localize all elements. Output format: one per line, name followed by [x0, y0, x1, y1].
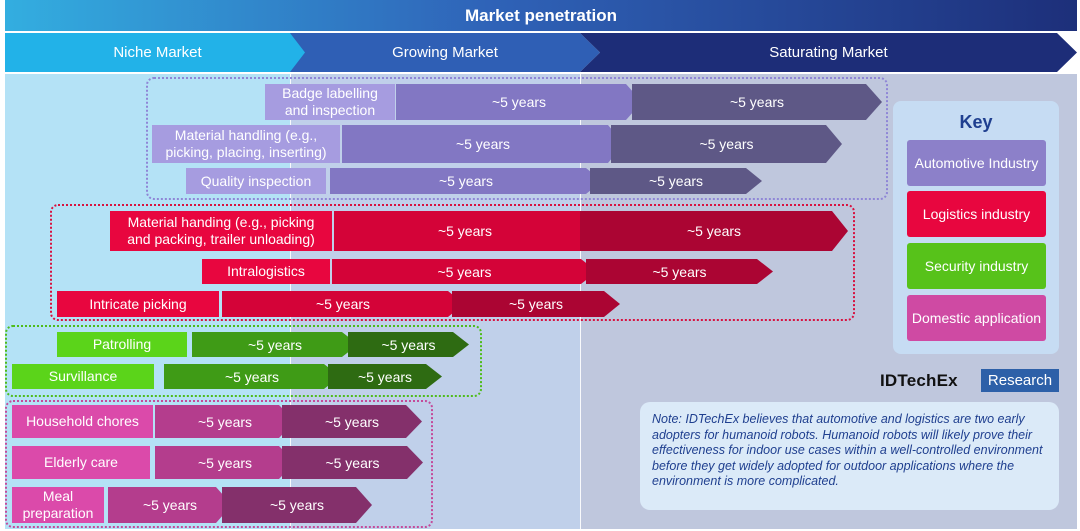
row-label-intralogistics: Intralogistics — [202, 259, 330, 284]
key-item-logistics: Logistics industry — [907, 191, 1046, 237]
row-arrow-stage2: ~5 years — [396, 84, 642, 120]
stage-growing-market: Growing Market — [290, 33, 600, 72]
stage-niche-market: Niche Market — [5, 33, 310, 72]
key-item-security: Security industry — [907, 243, 1046, 289]
row-arrow-stage2: ~5 years — [342, 125, 624, 163]
key-title: Key — [959, 112, 993, 132]
row-label-patrolling: Patrolling — [57, 332, 187, 357]
idtechex-research-tag: Research — [981, 369, 1059, 392]
row-arrow-stage3: ~5 years — [348, 332, 469, 357]
row-label-material-handing-logistics: Material handing (e.g., picking and pack… — [110, 211, 332, 251]
row-arrow-stage3: ~5 years — [282, 446, 423, 479]
key-item-domestic: Domestic application — [907, 295, 1046, 341]
row-arrow-stage2: ~5 years — [155, 405, 295, 438]
row-label-material-handling-auto: Material handling (e.g., picking, placin… — [152, 125, 340, 163]
row-label-meal-preparation: Meal preparation — [12, 487, 104, 523]
row-arrow-stage3: ~5 years — [586, 259, 773, 284]
row-arrow-stage2: ~5 years — [192, 332, 358, 357]
row-arrow-stage3: ~5 years — [282, 405, 422, 438]
stage-saturating-market: Saturating Market — [580, 33, 1077, 72]
row-arrow-stage3: ~5 years — [222, 487, 372, 523]
row-arrow-stage3: ~5 years — [328, 364, 442, 389]
row-label-intricate-picking: Intricate picking — [57, 291, 219, 317]
row-label-survillance: Survillance — [12, 364, 154, 389]
logistics-group-outline — [50, 204, 855, 321]
row-arrow-stage2: ~5 years — [155, 446, 295, 479]
market-penetration-title: Market penetration — [5, 0, 1077, 31]
row-arrow-stage3: ~5 years — [452, 291, 620, 317]
row-arrow-stage2: ~5 years — [332, 259, 597, 284]
row-label-elderly-care: Elderly care — [12, 446, 150, 479]
row-label-quality-inspection: Quality inspection — [186, 168, 326, 194]
row-arrow-stage2: ~5 years — [334, 211, 596, 251]
key-item-automotive: Automotive Industry — [907, 140, 1046, 186]
row-arrow-stage2: ~5 years — [330, 168, 602, 194]
note-box: Note: IDTechEx believes that automotive … — [640, 402, 1059, 510]
row-arrow-stage3: ~5 years — [580, 211, 848, 251]
row-arrow-stage3: ~5 years — [611, 125, 842, 163]
row-arrow-stage2: ~5 years — [222, 291, 464, 317]
row-arrow-stage3: ~5 years — [590, 168, 762, 194]
security-group-outline — [5, 325, 482, 397]
row-label-badge-labelling: Badge labelling and inspection — [265, 84, 395, 120]
row-arrow-stage2: ~5 years — [108, 487, 232, 523]
idtechex-logo: IDTechEx — [880, 371, 958, 390]
domestic-group-outline — [5, 400, 433, 528]
automotive-group-outline — [146, 77, 888, 200]
row-arrow-stage2: ~5 years — [164, 364, 340, 389]
row-arrow-stage3: ~5 years — [632, 84, 882, 120]
row-label-household-chores: Household chores — [12, 405, 153, 438]
